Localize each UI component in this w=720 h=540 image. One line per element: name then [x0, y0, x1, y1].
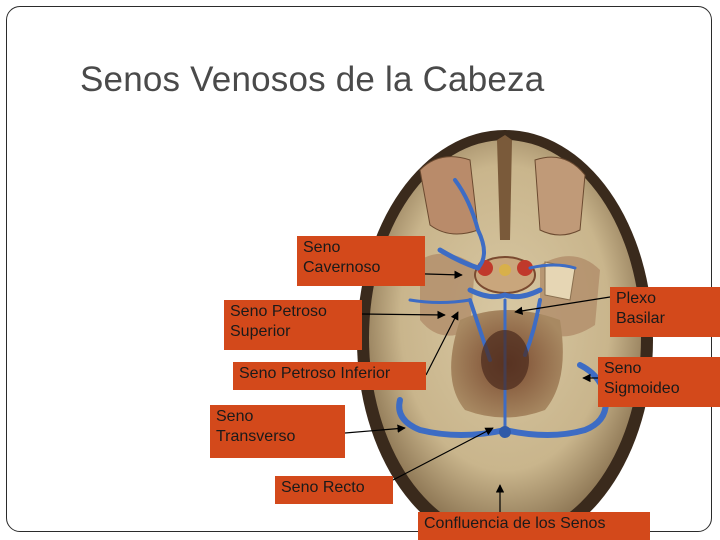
label-seno-recto: Seno Recto	[275, 476, 393, 504]
label-seno-petroso-superior: Seno Petroso Superior	[224, 300, 362, 350]
arrow-seno-petroso-inferior	[425, 311, 459, 376]
label-confluencia-de-los-senos: Confluencia de los Senos	[418, 512, 650, 540]
label-plexo-basilar: Plexo Basilar	[610, 287, 720, 337]
label-seno-cavernoso: Seno Cavernoso	[297, 236, 425, 286]
arrow-seno-petroso-superior	[361, 310, 446, 320]
arrow-seno-recto	[392, 427, 494, 481]
label-seno-petroso-inferior: Seno Petroso Inferior	[233, 362, 426, 390]
label-seno-transverso: Seno Transverso	[210, 405, 345, 458]
slide-title: Senos Venosos de la Cabeza	[80, 60, 545, 99]
arrow-plexo-basilar	[514, 296, 611, 315]
arrow-seno-transverso	[344, 424, 406, 434]
label-seno-sigmoideo: Seno Sigmoideo	[598, 357, 720, 407]
